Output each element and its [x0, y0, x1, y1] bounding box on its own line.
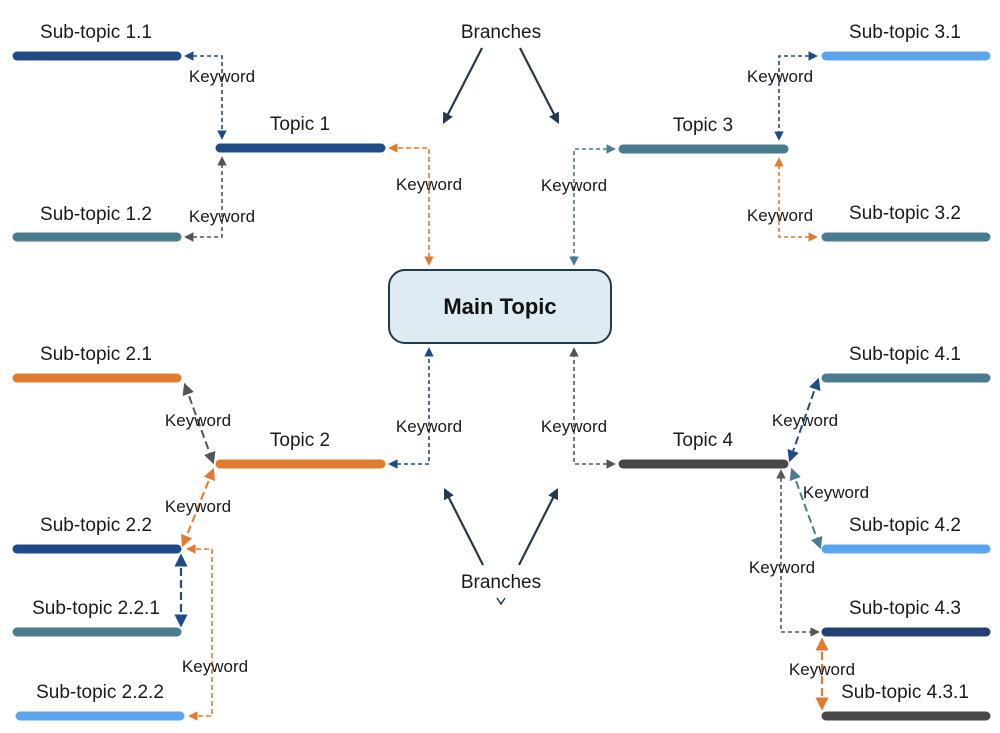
topic-4-label: Topic 4 — [673, 430, 734, 451]
subtopic-2-2-1-label: Sub-topic 2.2.1 — [32, 598, 160, 619]
connector-1-2 — [184, 156, 227, 242]
subtopic-2-1-label: Sub-topic 2.1 — [40, 344, 152, 365]
keyword-4-3-1: Keyword — [789, 660, 855, 679]
subtopic-2-2-2-label: Sub-topic 2.2.2 — [36, 682, 164, 703]
connector-2-2 — [180, 467, 216, 548]
keyword-3-2: Keyword — [747, 206, 813, 225]
connector-4-2 — [789, 467, 823, 550]
subtopic-4-2-label: Sub-topic 4.2 — [849, 515, 961, 536]
topic-1-label: Topic 1 — [270, 114, 330, 135]
subtopic-3-2-label: Sub-topic 3.2 — [849, 203, 961, 224]
connector-4-3 — [776, 469, 820, 637]
branches-label-bottom: Branches — [461, 572, 541, 593]
keyword-2-2-2: Keyword — [182, 657, 248, 676]
keyword-3-1: Keyword — [747, 67, 813, 86]
keyword-1-1: Keyword — [189, 67, 255, 86]
connector-topic-2-main — [388, 347, 434, 469]
branches-arrow-top-left — [442, 47, 483, 124]
subtopic-1-2-label: Sub-topic 1.2 — [40, 204, 152, 225]
topic-3-label: Topic 3 — [673, 115, 733, 136]
connector-4-1 — [787, 377, 821, 463]
subtopic-4-1-label: Sub-topic 4.1 — [849, 344, 961, 365]
keyword-2-1: Keyword — [165, 411, 231, 430]
branches-arrow-bottom-left — [444, 488, 484, 566]
subtopic-4-3-1-label: Sub-topic 4.3.1 — [841, 682, 969, 703]
keyword-4-3: Keyword — [749, 558, 815, 577]
branches-arrow-top-right — [519, 47, 560, 124]
keyword-topic-1: Keyword — [396, 175, 462, 194]
subtopic-3-1-label: Sub-topic 3.1 — [849, 22, 961, 43]
keyword-4-1: Keyword — [772, 411, 838, 430]
keyword-topic-4: Keyword — [541, 417, 607, 436]
main-topic-node[interactable]: Main Topic — [388, 269, 612, 344]
connector-topic-3-main — [569, 144, 616, 266]
chevron-down-icon — [496, 597, 506, 606]
main-topic-label: Main Topic — [443, 294, 556, 319]
connector-topic-4-main — [569, 347, 616, 469]
keyword-1-2: Keyword — [189, 207, 255, 226]
subtopic-4-3-label: Sub-topic 4.3 — [849, 598, 961, 619]
connector-1-1 — [184, 51, 227, 140]
keyword-2-2: Keyword — [165, 497, 231, 516]
connector-3-2 — [774, 157, 818, 242]
keyword-topic-2: Keyword — [396, 417, 462, 436]
connector-3-1 — [774, 51, 818, 141]
branches-label-top: Branches — [461, 22, 541, 43]
branches-arrow-bottom-right — [518, 488, 558, 566]
connector-2-1 — [182, 382, 216, 465]
connector-topic-1-main — [388, 143, 434, 266]
subtopic-1-1-label: Sub-topic 1.1 — [40, 22, 152, 43]
subtopic-2-2-label: Sub-topic 2.2 — [40, 515, 152, 536]
keyword-4-2: Keyword — [803, 483, 869, 502]
connector-2-2-2 — [186, 544, 213, 721]
topic-2-label: Topic 2 — [270, 430, 330, 451]
keyword-topic-3: Keyword — [541, 176, 607, 195]
